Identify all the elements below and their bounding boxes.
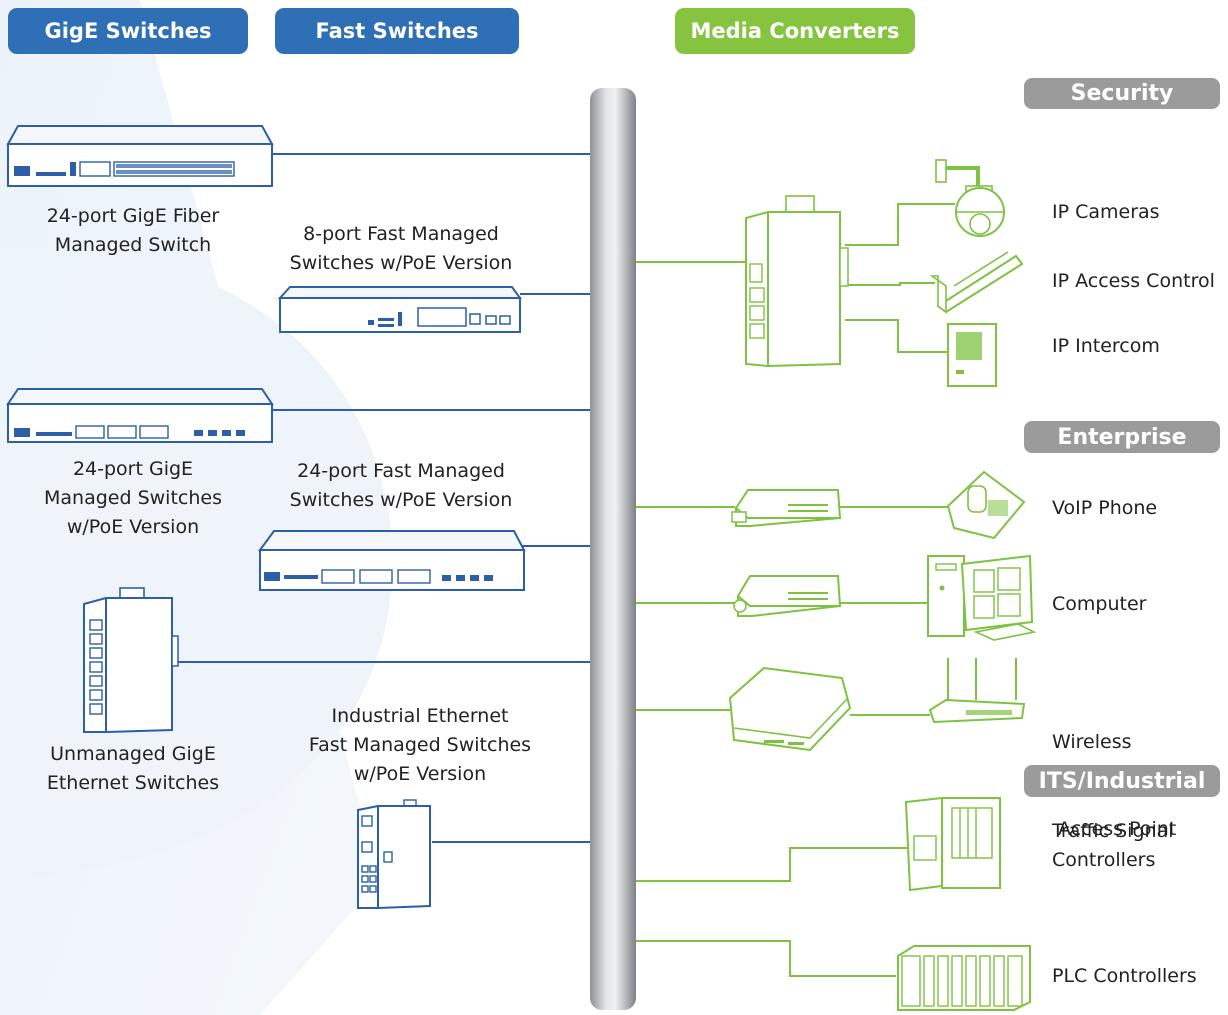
link-ip-cameras <box>845 203 955 246</box>
label-line: Traffic Signal <box>1052 820 1174 842</box>
ip-intercom-icon <box>947 323 997 387</box>
gige-fiber-switch-icon <box>6 125 274 187</box>
computer-icon <box>927 554 1037 641</box>
tab-gige-switches[interactable]: GigE Switches <box>8 8 248 54</box>
wireless-router-icon <box>728 666 852 752</box>
label-line: IP Access Control <box>1052 270 1215 292</box>
ip-access-control-icon <box>929 251 1024 314</box>
label-gige-poe-switch: 24-port GigE Managed Switches w/PoE Vers… <box>8 455 258 542</box>
label-ip-cameras: IP Cameras <box>1052 198 1222 227</box>
label-line: Access Point <box>1052 818 1177 840</box>
label-line: Switches w/PoE Version <box>289 252 513 274</box>
unmanaged-switch-icon <box>83 587 179 733</box>
label-unmanaged-switch: Unmanaged GigE Ethernet Switches <box>8 740 258 798</box>
voip-phone-icon <box>946 470 1026 540</box>
label-line: Wireless <box>1052 731 1132 753</box>
plc-controllers-icon <box>897 945 1031 1011</box>
traffic-signal-controller-icon <box>904 796 1001 892</box>
tab-media-converters[interactable]: Media Converters <box>675 8 915 54</box>
label-gige-fiber-switch: 24-port GigE Fiber Managed Switch <box>8 202 258 260</box>
label-line: IP Intercom <box>1052 335 1160 357</box>
ip-camera-icon <box>935 159 1005 237</box>
label-line: Industrial Ethernet <box>331 705 509 727</box>
label-line: Managed Switch <box>54 234 212 256</box>
label-line: 24-port Fast Managed <box>297 460 505 482</box>
network-backbone <box>590 88 636 1010</box>
label-line: Switches w/PoE Version <box>289 489 513 511</box>
security-media-converter-icon <box>745 195 849 368</box>
label-line: VoIP Phone <box>1052 497 1158 519</box>
label-line: PLC Controllers <box>1052 965 1197 987</box>
enterprise-media-converter-2-icon <box>733 575 842 617</box>
category-enterprise: Enterprise <box>1024 421 1220 453</box>
label-line: 24-port GigE Fiber <box>46 205 220 227</box>
label-fast24-switch: 24-port Fast Managed Switches w/PoE Vers… <box>270 457 532 515</box>
tab-fast-switches[interactable]: Fast Switches <box>275 8 519 54</box>
label-voip-phone: VoIP Phone <box>1052 494 1222 523</box>
label-line: Ethernet Switches <box>46 772 220 794</box>
link-plc <box>634 940 896 977</box>
category-its-industrial: ITS/Industrial <box>1024 765 1220 797</box>
label-ip-access-control: IP Access Control <box>1052 267 1228 296</box>
link-ip-access <box>845 282 935 286</box>
enterprise-media-converter-1-icon <box>731 489 842 527</box>
label-ip-intercom: IP Intercom <box>1052 332 1222 361</box>
category-security: Security <box>1024 78 1220 109</box>
label-line: IP Cameras <box>1052 201 1160 223</box>
wireless-access-point-icon <box>928 658 1026 724</box>
label-plc-controllers: PLC Controllers <box>1052 962 1222 991</box>
label-computer: Computer <box>1052 590 1222 619</box>
label-industrial-switch: Industrial Ethernet Fast Managed Switche… <box>290 702 550 789</box>
label-line: 8-port Fast Managed <box>303 223 499 245</box>
label-fast8-switch: 8-port Fast Managed Switches w/PoE Versi… <box>270 220 532 278</box>
label-wireless-access-point: Wireless Access Point <box>1052 670 1222 902</box>
fast8-switch-icon <box>277 286 522 333</box>
label-line: Fast Managed Switches <box>308 734 532 756</box>
label-line: Managed Switches <box>44 487 222 509</box>
gige-poe-switch-icon <box>6 388 274 443</box>
link-traffic <box>634 847 908 882</box>
label-line: Controllers <box>1052 849 1156 871</box>
label-line: Computer <box>1052 593 1147 615</box>
fast24-switch-icon <box>258 530 526 591</box>
label-traffic-signal-controllers: Traffic Signal Controllers <box>1052 817 1222 875</box>
link-ip-intercom <box>845 319 948 353</box>
label-line: w/PoE Version <box>66 516 200 538</box>
label-line: w/PoE Version <box>353 763 487 785</box>
label-line: Unmanaged GigE <box>50 743 216 765</box>
label-line: 24-port GigE <box>72 458 194 480</box>
industrial-switch-icon <box>357 799 431 909</box>
